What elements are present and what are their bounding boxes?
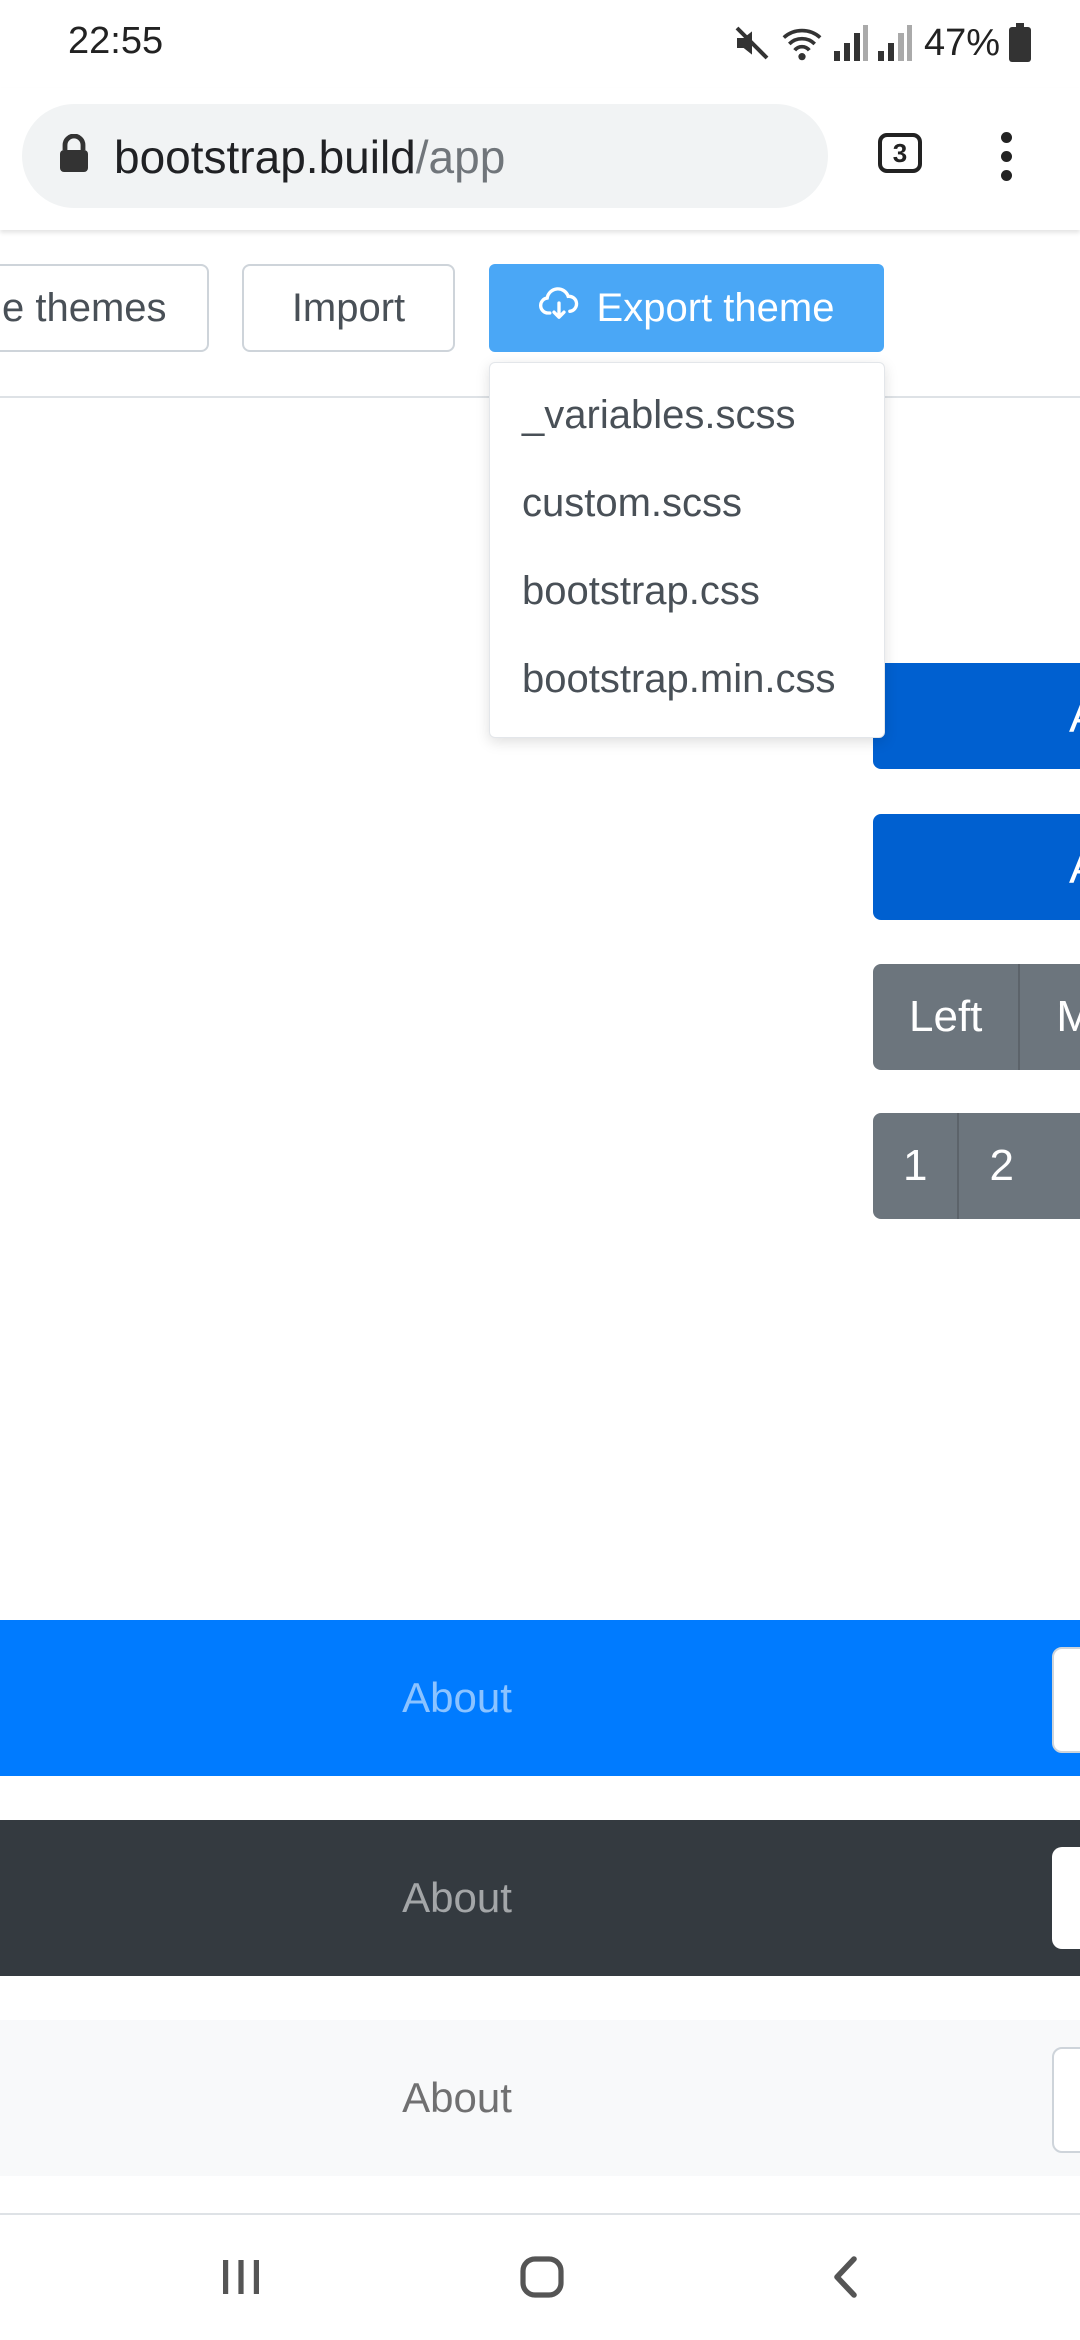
tabs-icon[interactable]: 3 <box>878 133 922 173</box>
menu-item-bootstrap-css[interactable]: bootstrap.css <box>522 569 760 613</box>
wifi-icon <box>780 23 824 63</box>
signal-icon <box>832 23 868 63</box>
page-link[interactable]: 1 <box>903 1141 928 1190</box>
back-icon[interactable] <box>828 2254 864 2305</box>
url-text: bootstrap.build/app <box>114 130 505 184</box>
navbar-light: About <box>0 2020 1080 2176</box>
browser-toolbar: bootstrap.build/app 3 <box>0 88 1080 230</box>
menu-item-custom-scss[interactable]: custom.scss <box>522 481 743 525</box>
navbar-dark: About <box>0 1820 1080 1976</box>
recents-icon[interactable] <box>219 2254 263 2305</box>
battery-percent: 47% <box>923 21 1000 64</box>
url-host: bootstrap.build <box>114 131 416 183</box>
signal-icon <box>876 23 912 63</box>
url-path: /app <box>415 131 506 183</box>
app-toolbar: e themes Import Export theme <box>0 230 1080 398</box>
home-icon[interactable] <box>518 2254 566 2305</box>
import-button[interactable]: Import <box>242 264 455 352</box>
themes-button[interactable]: e themes <box>0 264 209 352</box>
address-bar[interactable]: bootstrap.build/app <box>22 104 828 208</box>
system-navigation-bar <box>0 2216 1080 2340</box>
menu-item-bootstrap-min-css[interactable]: bootstrap.min.css <box>522 657 836 701</box>
export-theme-button[interactable]: Export theme <box>489 264 884 352</box>
divider <box>0 2213 1080 2215</box>
page-link[interactable]: 2 <box>957 1113 1043 1219</box>
lock-icon <box>58 133 90 179</box>
navbar-primary: About <box>0 1620 1080 1776</box>
button-group-left[interactable]: Left <box>909 992 983 1041</box>
more-vert-icon[interactable] <box>994 132 1018 184</box>
nav-link-about[interactable]: About <box>402 1874 512 1921</box>
status-icons: 47% <box>732 18 1032 68</box>
primary-button[interactable]: A <box>873 663 1080 769</box>
export-dropdown-menu: _variables.scss custom.scss bootstrap.cs… <box>489 362 885 738</box>
search-input[interactable] <box>1052 2047 1080 2153</box>
cloud-download-icon <box>538 285 579 331</box>
status-bar: 22:55 47% <box>0 0 1080 88</box>
pagination: 1 2 <box>873 1113 1080 1219</box>
status-time: 22:55 <box>68 20 164 62</box>
nav-link-about[interactable]: About <box>402 2074 512 2121</box>
mute-icon <box>732 23 772 63</box>
search-input[interactable] <box>1052 1847 1080 1949</box>
nav-link-about[interactable]: About <box>402 1674 512 1721</box>
search-input[interactable] <box>1052 1647 1080 1753</box>
button-group-middle[interactable]: M <box>1018 964 1080 1070</box>
export-theme-label: Export theme <box>596 285 835 330</box>
battery-icon <box>1008 23 1032 63</box>
button-group: Left M <box>873 964 1080 1070</box>
menu-item-variables-scss[interactable]: _variables.scss <box>522 393 796 437</box>
primary-button[interactable]: A <box>873 814 1080 920</box>
